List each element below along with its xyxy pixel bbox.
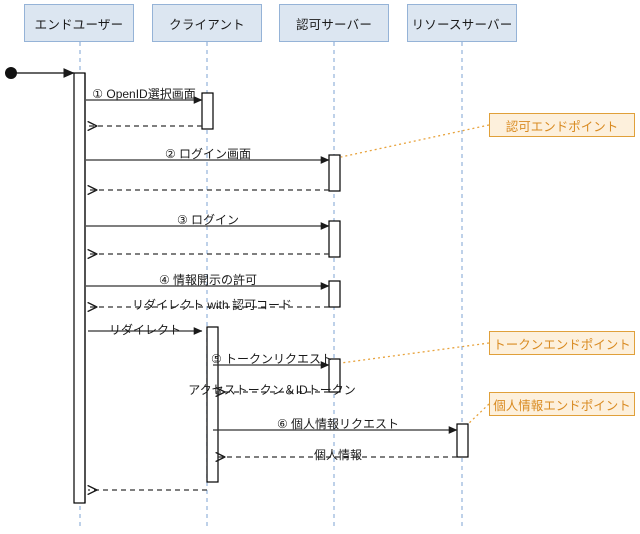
- note-label: 認可エンドポイント: [505, 119, 619, 134]
- message-label-8: リダイレクト with 認可コード: [131, 298, 293, 312]
- message-label-7: ④ 情報開示の許可: [158, 273, 258, 287]
- note-userinfo-endpoint[interactable]: 個人情報エンドポイント: [489, 392, 635, 416]
- note-authorization-endpoint[interactable]: 認可エンドポイント: [489, 113, 635, 137]
- actor-end-user[interactable]: エンドユーザー: [24, 4, 134, 42]
- message-label-10: ⑤ トークンリクエスト: [210, 352, 334, 366]
- activation-bar-resource-1: [456, 423, 469, 458]
- activation-bar-end-user-main: [73, 72, 86, 504]
- leader-line-authorization-endpoint: [340, 124, 490, 158]
- activation-bar-auth-3: [328, 280, 341, 308]
- actor-auth-server[interactable]: 認可サーバー: [279, 4, 389, 42]
- activation-bar-auth-2: [328, 220, 341, 258]
- message-label-12: ⑥ 個人情報リクエスト: [276, 417, 400, 431]
- message-label-3: ② ログイン画面: [164, 147, 252, 161]
- note-leader-lines-group: [340, 124, 490, 427]
- note-token-endpoint[interactable]: トークンエンドポイント: [489, 331, 635, 355]
- actor-label: 認可サーバー: [295, 17, 373, 32]
- activation-bars-group: [73, 72, 469, 504]
- message-label-11: アクセストークン＆IDトークン: [188, 383, 356, 397]
- actor-label: クライアント: [169, 17, 245, 32]
- note-label: トークンエンドポイント: [493, 337, 631, 352]
- message-label-5: ③ ログイン: [176, 213, 240, 227]
- activation-bar-client-2: [206, 326, 219, 483]
- actor-client[interactable]: クライアント: [152, 4, 262, 42]
- activation-bar-auth-1: [328, 154, 341, 192]
- actor-label: エンドユーザー: [34, 17, 124, 32]
- message-label-9: リダイレクト: [108, 323, 182, 337]
- lifelines-group: [79, 42, 463, 528]
- actor-label: リソースサーバー: [411, 17, 513, 32]
- actor-resource-server[interactable]: リソースサーバー: [407, 4, 517, 42]
- message-arrows-group: [86, 96, 458, 490]
- start-dot: [5, 67, 17, 79]
- message-label-1: ① OpenID選択画面: [92, 87, 196, 101]
- leader-line-token-endpoint: [340, 342, 490, 364]
- message-label-13: 個人情報: [313, 448, 363, 462]
- activation-bar-client-1: [201, 92, 214, 130]
- start-marker-group: [5, 67, 75, 79]
- activation-bar-auth-4: [328, 358, 341, 393]
- leader-line-userinfo-endpoint: [465, 403, 490, 427]
- note-label: 個人情報エンドポイント: [493, 398, 631, 413]
